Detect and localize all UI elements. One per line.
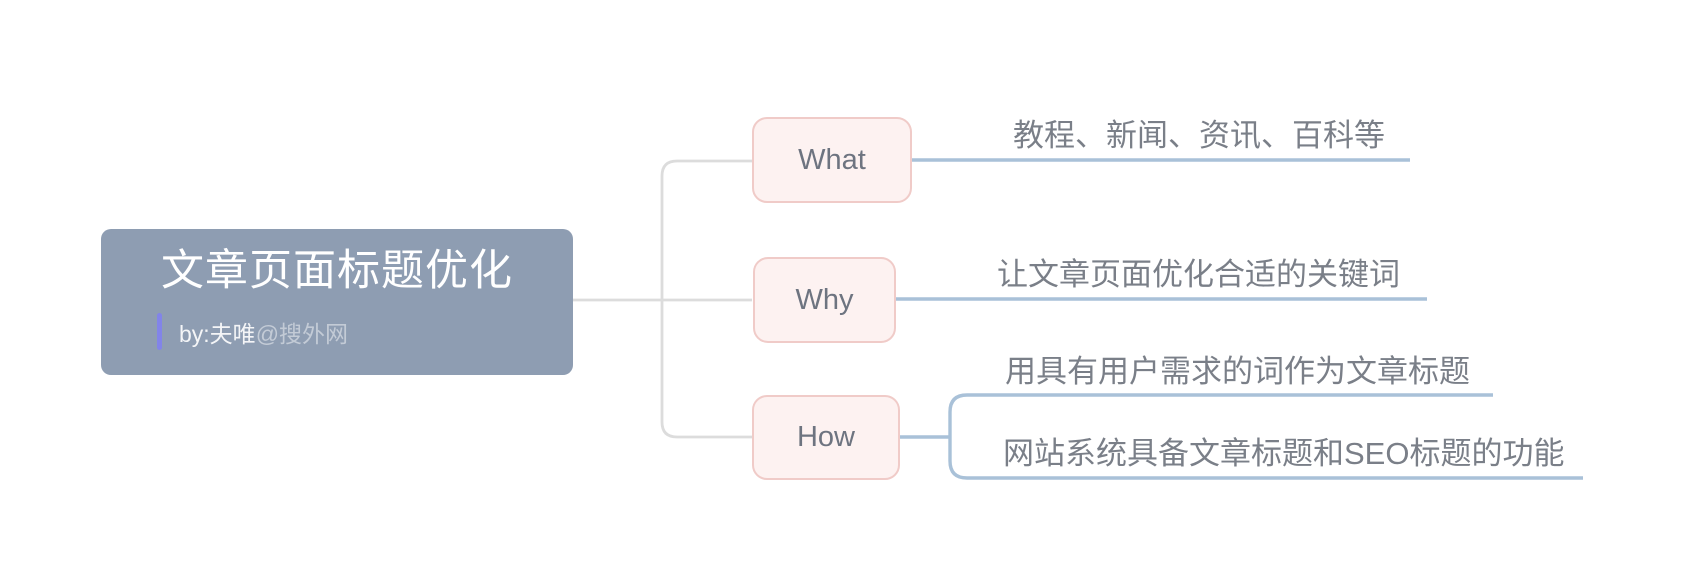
leaf-topic-why-1[interactable]: 让文章页面优化合适的关键词 (997, 257, 1400, 292)
byline-text: by:夫唯@搜外网 (179, 315, 348, 349)
leaf-topic-how-1[interactable]: 用具有用户需求的词作为文章标题 (1005, 354, 1470, 389)
topic-node-why[interactable]: Why (753, 257, 896, 343)
connector-root-to-what (660, 159, 752, 300)
leaf-topic-what-1[interactable]: 教程、新闻、资讯、百科等 (1013, 118, 1385, 153)
topic-node-how[interactable]: How (752, 395, 900, 480)
byline-accent-bar (157, 313, 162, 350)
connector-root-to-how (660, 300, 752, 439)
root-topic-node[interactable]: 文章页面标题优化 by:夫唯@搜外网 (101, 229, 573, 375)
topic-label-why: Why (795, 283, 854, 316)
byline-site: @搜外网 (255, 320, 349, 347)
byline: by:夫唯@搜外网 (157, 313, 348, 350)
leaf-topic-how-2[interactable]: 网站系统具备文章标题和SEO标题的功能 (1003, 436, 1565, 471)
topic-node-what[interactable]: What (752, 117, 912, 203)
byline-author: by:夫唯 (179, 320, 256, 347)
root-topic-title: 文章页面标题优化 (161, 247, 513, 295)
topic-label-how: How (796, 421, 855, 453)
topic-label-what: What (798, 143, 866, 176)
leaf-underline-how-bracket (948, 393, 1583, 480)
